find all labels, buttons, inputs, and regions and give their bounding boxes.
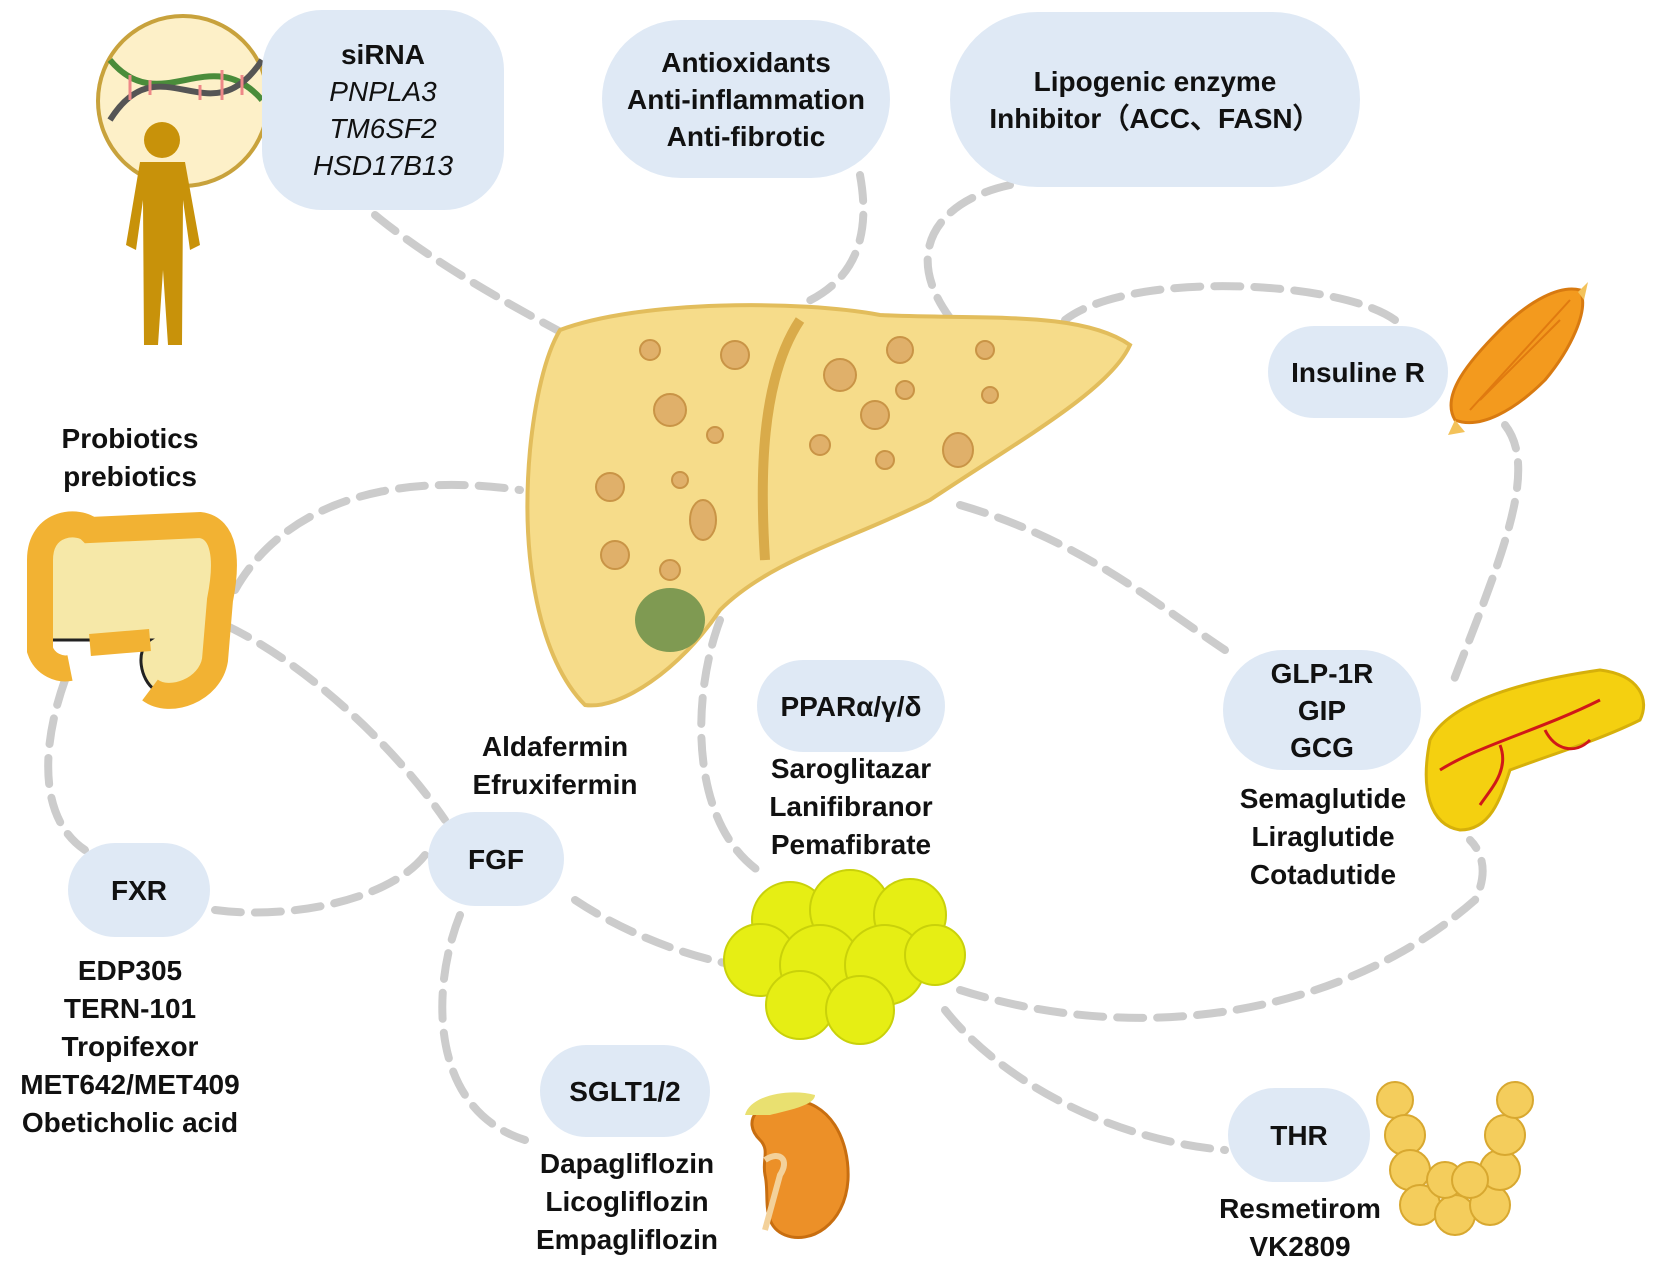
thr-drugs: Resmetirom VK2809 (1200, 1190, 1400, 1266)
fxr-label: FXR (111, 874, 167, 906)
ppar-bubble: PPARα/γ/δ (757, 660, 945, 752)
connector-antioxidants-liver (796, 171, 868, 309)
insulin-label: Insuline R (1291, 356, 1425, 388)
fgf-bubble: FGF (428, 812, 564, 906)
connector-lines (44, 171, 1523, 1154)
bubble-line: Lipogenic enzyme (1033, 65, 1277, 97)
drug-name: Semaglutide (1239, 783, 1407, 814)
human-dna-icon (96, 14, 270, 345)
drug-name: VK2809 (1249, 1231, 1351, 1262)
connector-intestine-fgf (221, 621, 449, 824)
connector-liver-ppar (697, 616, 769, 879)
ppar-label: PPARα/γ/δ (780, 690, 922, 722)
drug-name: Cotadutide (1249, 859, 1397, 890)
ppar-drugs: Saroglitazar Lanifibranor Pemafibrate (745, 750, 957, 864)
drug-name: Aldafermin (481, 731, 629, 762)
bubble-line: Anti-fibrotic (666, 120, 826, 152)
intestine-icon (27, 511, 237, 709)
connector-fgf-fat (571, 896, 739, 969)
liver-icon (525, 303, 1133, 708)
connector-fat-thr (941, 1006, 1229, 1154)
label-line: Probiotics (61, 423, 199, 454)
drug-name: Lanifibranor (769, 791, 933, 822)
gene-label: HSD17B13 (312, 150, 454, 181)
connector-fgf-sglt (438, 911, 529, 1144)
bubble-line: Anti-inflammation (627, 83, 865, 115)
insulin-bubble: Insuline R (1268, 326, 1448, 418)
connector-muscle-glp (1446, 421, 1523, 694)
drug-name: Obeticholic acid (21, 1107, 239, 1138)
connector-sirna-liver (371, 211, 589, 349)
connector-liver-glp (956, 501, 1229, 654)
thyroid-icon (1376, 1081, 1534, 1236)
probiotics-label: Probiotics prebiotics (40, 420, 220, 496)
connector-fxr-fgf (211, 851, 429, 917)
bubble-line: GIP (1297, 694, 1347, 726)
drug-name: TERN-101 (63, 993, 197, 1024)
gene-label: PNPLA3 (329, 76, 437, 107)
fgf-label: FGF (468, 843, 524, 875)
thr-label: THR (1270, 1119, 1328, 1151)
adipose-icon (723, 869, 966, 1045)
drug-name: EDP305 (77, 955, 183, 986)
sglt-bubble: SGLT1/2 (540, 1045, 710, 1137)
fxr-bubble: FXR (68, 843, 210, 937)
connector-intestine-fxr (44, 676, 89, 854)
thr-bubble: THR (1228, 1088, 1370, 1182)
antioxidants-bubble: Antioxidants Anti-inflammation Anti-fibr… (602, 20, 890, 178)
glp-drugs: Semaglutide Liraglutide Cotadutide (1220, 780, 1426, 894)
label-line: prebiotics (63, 461, 197, 492)
connector-fat-pancreas (956, 836, 1487, 1022)
sirna-bubble: siRNA PNPLA3 TM6SF2 HSD17B13 (262, 10, 504, 210)
fgf-drugs: Aldafermin Efruxifermin (450, 728, 660, 804)
drug-name: Liraglutide (1251, 821, 1395, 852)
sglt-drugs: Dapagliflozin Licogliflozin Empagliflozi… (522, 1145, 732, 1259)
bubble-line: Inhibitor（ACC、FASN） (989, 102, 1321, 134)
drug-name: Resmetirom (1219, 1193, 1381, 1224)
bubble-line: Antioxidants (661, 46, 831, 78)
lipogenic-bubble: Lipogenic enzyme Inhibitor（ACC、FASN） (950, 12, 1360, 187)
drug-name: Pemafibrate (770, 829, 932, 860)
drug-name: Efruxifermin (472, 769, 638, 800)
bubble-line: GLP-1R (1270, 657, 1374, 689)
sglt-label: SGLT1/2 (569, 1075, 681, 1107)
drug-name: Saroglitazar (770, 753, 932, 784)
connector-lipogenic-liver (923, 181, 1014, 322)
bubble-line: GCG (1290, 731, 1354, 763)
glp-bubble: GLP-1R GIP GCG (1223, 650, 1421, 770)
connector-insulin-liver (1061, 282, 1399, 324)
pancreas-icon (1424, 668, 1646, 832)
drug-name: Empagliflozin (536, 1224, 718, 1255)
kidney-icon (745, 1092, 850, 1240)
gene-label: TM6SF2 (329, 113, 437, 144)
fxr-drugs: EDP305 TERN-101 Tropifexor MET642/MET409… (0, 952, 260, 1142)
muscle-icon (1448, 282, 1588, 435)
drug-name: Dapagliflozin (539, 1148, 715, 1179)
drug-name: MET642/MET409 (20, 1069, 240, 1100)
connector-intestine-liver (231, 480, 524, 594)
sirna-title: siRNA (340, 39, 425, 70)
drug-name: Licogliflozin (545, 1186, 709, 1217)
drug-name: Tropifexor (61, 1031, 199, 1062)
